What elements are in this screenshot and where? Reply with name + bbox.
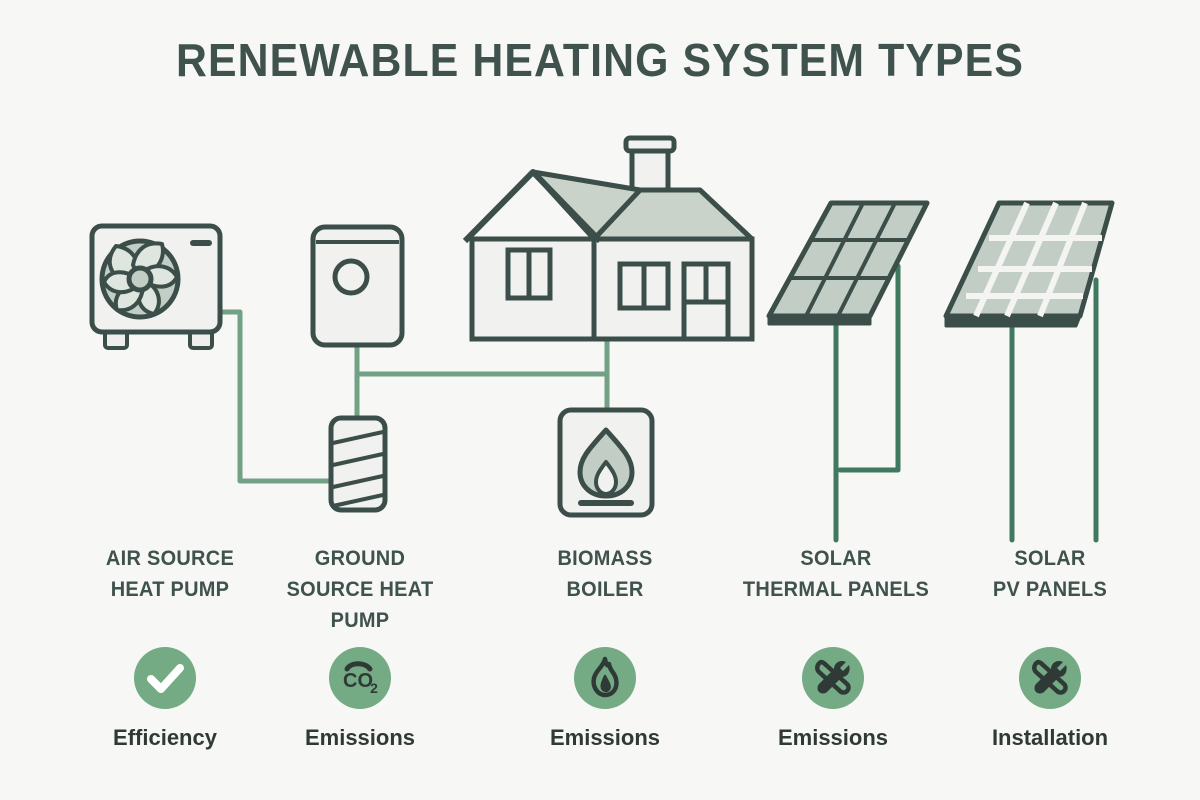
connector-pipes [213,309,610,484]
benefit-icon-wrap [70,645,260,711]
benefit-label: Efficiency [113,725,217,750]
tools-icon [802,647,864,709]
benefit-installation-solar-pv: Installation [955,645,1145,751]
air-source-heat-pump-icon [89,223,223,350]
page-title: RENEWABLE HEATING SYSTEM TYPES [176,34,1024,86]
benefit-label: Emissions [304,725,416,750]
label-line: SOURCE HEAT [286,578,434,601]
benefit-icon-wrap [955,645,1145,711]
sys-label-biomass-boiler: BIOMASS BOILER [515,543,696,605]
benefit-icon-wrap [510,645,700,711]
flame-icon [574,647,636,709]
label-line: PUMP [330,609,390,632]
solar-thermal-panel-icon [766,200,930,543]
label-line: SOLAR [1014,547,1086,570]
benefit-label: Installation [991,725,1109,750]
sys-label-solar-thermal-panels: SOLAR THERMAL PANELS [729,543,944,605]
benefit-emissions-ground: CO 2 Emissions [265,645,455,751]
ground-loop-icon [328,415,388,513]
benefit-emissions-solar-thermal: Emissions [738,645,928,751]
benefit-label: Emissions [777,725,889,750]
co2-icon: CO 2 [329,647,391,709]
check-icon [134,647,196,709]
biomass-boiler-icon [557,407,655,518]
sys-label-solar-pv-panels: SOLAR PV PANELS [965,543,1136,605]
label-line: THERMAL PANELS [742,578,930,601]
benefit-label: Emissions [549,725,661,750]
tools-icon [1019,647,1081,709]
label-line: BIOMASS [557,547,653,570]
label-line: PV PANELS [992,578,1108,601]
house-icon [462,135,755,342]
benefit-icon-wrap: CO 2 [265,645,455,711]
pipe-ashp-to-ground-loop [213,309,339,484]
label-line: AIR SOURCE [105,547,235,570]
label-line: HEAT PUMP [110,578,230,601]
sys-label-air-source-heat-pump: AIR SOURCE HEAT PUMP [75,543,265,605]
label-line: BOILER [566,578,644,601]
label-line: GROUND [314,547,406,570]
co2-main: CO [343,670,373,692]
sys-label-ground-source-heat-pump: GROUND SOURCE HEAT PUMP [270,543,451,636]
benefit-icon-wrap [738,645,928,711]
solar-pv-panel-icon [943,200,1115,543]
benefit-emissions-biomass: Emissions [510,645,700,751]
pipe-gshp-to-bus [354,342,610,377]
co2-sub: 2 [370,680,378,696]
benefit-efficiency: Efficiency [70,645,260,751]
label-line: SOLAR [800,547,872,570]
ground-source-heat-pump-icon [310,224,405,348]
